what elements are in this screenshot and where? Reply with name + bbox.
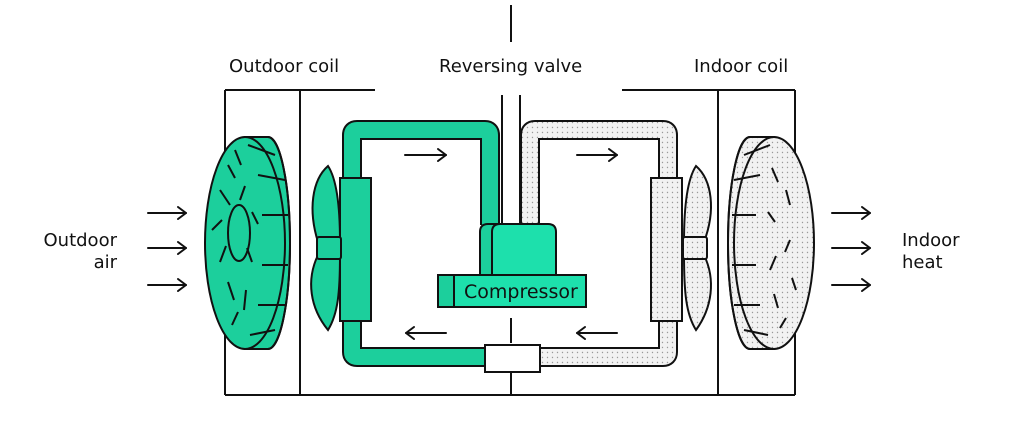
compressor-label: Compressor xyxy=(464,281,578,303)
cool-refrigerant-pipe xyxy=(520,120,678,367)
indoor-coil-label: Indoor coil xyxy=(694,56,788,77)
arrow-icon xyxy=(831,206,871,220)
outdoor-coil-label: Outdoor coil xyxy=(229,56,339,77)
reversing-valve xyxy=(501,95,521,225)
arrow-icon xyxy=(147,206,187,220)
arrow-icon xyxy=(147,241,187,255)
arrow-icon xyxy=(405,326,447,340)
hot-pipe-fill xyxy=(344,122,498,365)
outdoor-disc xyxy=(204,136,291,350)
indoor-heat-label-line1: Indoor xyxy=(902,230,960,251)
indoor-coil xyxy=(650,177,683,322)
arrow-icon xyxy=(831,278,871,292)
cool-pipe-fill xyxy=(522,122,676,365)
outdoor-air-label-line1: Outdoor xyxy=(44,230,118,251)
hot-refrigerant-pipe xyxy=(342,120,500,367)
reversing-valve-label: Reversing valve xyxy=(439,56,582,77)
arrow-icon xyxy=(404,148,447,162)
arrow-icon xyxy=(576,148,618,162)
indoor-fan-icon xyxy=(682,164,712,332)
flow-arrows xyxy=(147,148,871,340)
arrow-icon xyxy=(831,241,871,255)
compressor xyxy=(437,223,587,308)
indoor-heat-label-line2: heat xyxy=(902,252,943,273)
indoor-disc xyxy=(727,136,815,350)
outdoor-air-label-line2: air xyxy=(94,252,118,273)
outdoor-coil xyxy=(339,177,372,322)
arrow-icon xyxy=(576,326,618,340)
outdoor-fan-icon xyxy=(310,164,342,332)
expansion-valve xyxy=(484,344,541,373)
hot-pipe-outline xyxy=(342,120,500,367)
arrow-icon xyxy=(147,278,187,292)
